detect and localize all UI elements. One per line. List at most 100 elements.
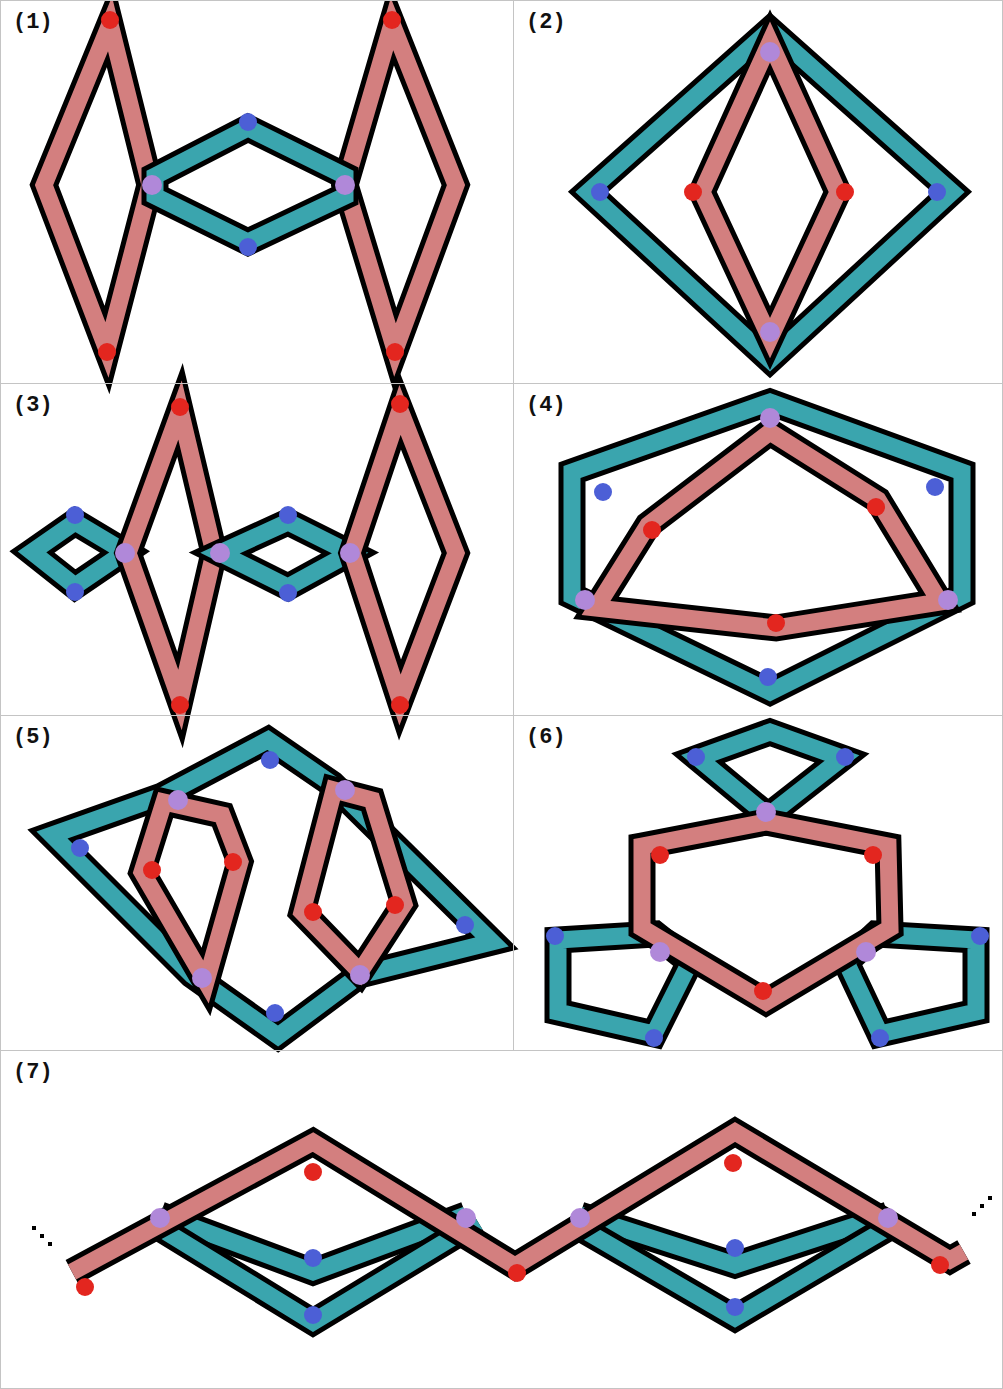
marker-dot	[836, 748, 854, 766]
overlap-patch	[650, 942, 670, 962]
band-fill	[352, 410, 456, 700]
band-outline	[44, 24, 150, 350]
band-fill	[220, 522, 350, 587]
marker-dot	[931, 1256, 949, 1274]
band-fill	[596, 432, 940, 628]
marker-dot	[759, 668, 777, 686]
marker-dot	[143, 861, 161, 879]
marker-dot	[684, 183, 702, 201]
figure-panel: (4)	[513, 383, 1003, 716]
marker-dot	[171, 696, 189, 714]
marker-dot	[239, 238, 257, 256]
band-outline	[72, 1132, 964, 1272]
marker-dot	[266, 1004, 284, 1022]
band-fill	[142, 802, 240, 982]
marker-dot	[391, 696, 409, 714]
marker-dot	[101, 11, 119, 29]
band-fill	[72, 1132, 964, 1272]
band-outline	[345, 24, 456, 350]
marker-dot	[687, 748, 705, 766]
figure-panel: (2)	[513, 0, 1003, 384]
continuation-dots	[32, 1226, 36, 1230]
continuation-dots	[40, 1234, 44, 1238]
marker-dot	[76, 1278, 94, 1296]
band-loop	[302, 790, 404, 972]
band-outline	[32, 522, 125, 586]
band-loop	[44, 24, 150, 350]
marker-dot	[391, 395, 409, 413]
marker-dot	[224, 853, 242, 871]
overlap-patch	[760, 408, 780, 428]
band-outline	[52, 740, 492, 1036]
marker-dot	[98, 343, 116, 361]
band-fill	[32, 522, 125, 586]
marker-dot	[66, 583, 84, 601]
continuation-dots	[988, 1196, 992, 1200]
marker-dot	[304, 1249, 322, 1267]
band-outline	[155, 128, 345, 242]
overlap-patch	[938, 590, 958, 610]
band-loop	[352, 410, 456, 700]
overlap-patch	[760, 322, 780, 342]
overlap-patch	[756, 802, 776, 822]
panel-number: (3)	[11, 394, 55, 418]
band-loop	[52, 740, 492, 1036]
band-loop	[642, 822, 890, 1002]
marker-dot	[383, 11, 401, 29]
band-loop	[702, 42, 838, 338]
marker-dot	[643, 521, 661, 539]
panel-number: (6)	[524, 726, 568, 750]
marker-dot	[386, 896, 404, 914]
continuation-dots	[980, 1204, 984, 1208]
marker-dot	[279, 584, 297, 602]
figure-panel: (3)	[0, 383, 514, 716]
marker-dot	[726, 1298, 744, 1316]
figure-panel: (6)	[513, 715, 1003, 1051]
overlap-patch	[210, 543, 230, 563]
band-loop	[142, 802, 240, 982]
marker-dot	[971, 927, 989, 945]
band-loop	[155, 128, 345, 242]
overlap-patch	[570, 1208, 590, 1228]
figure-panel: (5)	[0, 715, 514, 1051]
marker-dot	[651, 846, 669, 864]
band-outline	[642, 822, 890, 1002]
marker-dot	[261, 751, 279, 769]
band-fill	[44, 24, 150, 350]
overlap-patch	[340, 543, 360, 563]
marker-dot	[304, 903, 322, 921]
marker-dot	[239, 113, 257, 131]
band-outline	[588, 30, 952, 360]
panel-number: (1)	[11, 11, 55, 35]
marker-dot	[546, 927, 564, 945]
marker-dot	[724, 1154, 742, 1172]
continuation-dots	[972, 1212, 976, 1216]
marker-dot	[304, 1306, 322, 1324]
band-loop	[345, 24, 456, 350]
marker-dot	[726, 1239, 744, 1257]
band-outline	[702, 42, 838, 338]
marker-dot	[594, 483, 612, 501]
overlap-patch	[575, 590, 595, 610]
overlap-patch	[192, 968, 212, 988]
band-loop	[32, 522, 125, 586]
overlap-patch	[760, 42, 780, 62]
overlap-patch	[150, 1208, 170, 1228]
marker-dot	[645, 1029, 663, 1047]
overlap-patch	[878, 1208, 898, 1228]
band-outline	[220, 522, 350, 587]
panel-number: (2)	[524, 11, 568, 35]
band-fill	[572, 402, 962, 692]
band-loop	[596, 432, 940, 628]
marker-dot	[591, 183, 609, 201]
band-loop	[72, 1132, 964, 1272]
band-outline	[142, 802, 240, 982]
band-outline	[572, 402, 962, 692]
marker-dot	[386, 343, 404, 361]
band-fill	[155, 128, 345, 242]
band-fill	[846, 934, 976, 1034]
marker-dot	[754, 982, 772, 1000]
overlap-patch	[168, 790, 188, 810]
continuation-dots	[48, 1242, 52, 1246]
